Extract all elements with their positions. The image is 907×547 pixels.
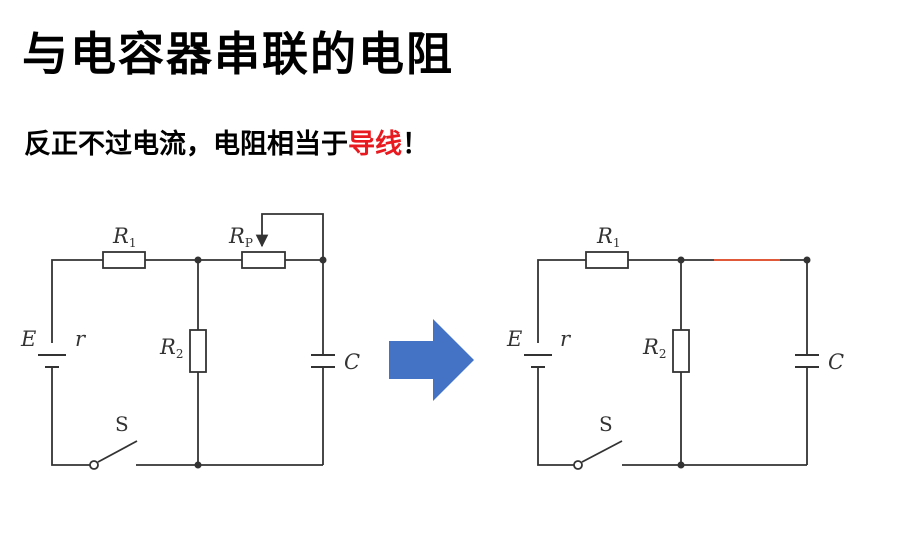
left-label-r1: R1 [112, 224, 136, 250]
left-label-c: C [344, 350, 360, 374]
right-resistor-r1 [585, 251, 629, 269]
left-label-rp: RP [228, 224, 253, 250]
right-switch-pivot [573, 460, 583, 470]
left-switch-pivot [89, 460, 99, 470]
right-label-r: r [560, 327, 572, 351]
left-wire-top-left [51, 259, 103, 343]
left-label-r: r [75, 327, 87, 351]
left-label-r2: R2 [159, 335, 183, 361]
left-resistor-r2 [189, 329, 207, 373]
left-wire-rheostat-slider [255, 213, 324, 260]
right-node-top-cap [803, 256, 811, 264]
right-label-c: C [828, 350, 844, 374]
left-node-top-cap [319, 256, 327, 264]
left-rheostat-rp [241, 251, 286, 269]
transform-arrow-icon [389, 319, 474, 401]
left-switch-blade [97, 440, 138, 463]
circuit-left: R1 RP R2 C E r S [20, 213, 360, 470]
right-wire-top-left [537, 259, 586, 343]
left-label-e: E [20, 327, 36, 351]
right-wire-bottom-left [537, 367, 574, 466]
left-node-top-r2 [194, 256, 202, 264]
subtitle-highlight: 导线 [348, 129, 402, 160]
subtitle-prefix: 反正不过电流，电阻相当于 [24, 129, 348, 160]
page-title: 与电容器串联的电阻 [22, 27, 454, 81]
right-node-bottom-r2 [677, 461, 685, 469]
right-label-s: S [599, 412, 613, 436]
left-node-bottom-r2 [194, 461, 202, 469]
left-label-s: S [115, 412, 129, 436]
circuit-right: R1 R2 C E r S [506, 224, 844, 470]
right-node-top-r2 [677, 256, 685, 264]
subtitle-suffix: ！ [402, 129, 429, 160]
right-label-e: E [506, 327, 522, 351]
right-resistor-r2 [672, 329, 690, 373]
subtitle: 反正不过电流，电阻相当于导线！ [24, 122, 429, 161]
left-wire-bottom-left [51, 367, 90, 466]
right-switch-blade [581, 440, 623, 463]
right-label-r2: R2 [642, 335, 666, 361]
left-resistor-r1 [102, 251, 146, 269]
right-label-r1: R1 [596, 224, 620, 250]
